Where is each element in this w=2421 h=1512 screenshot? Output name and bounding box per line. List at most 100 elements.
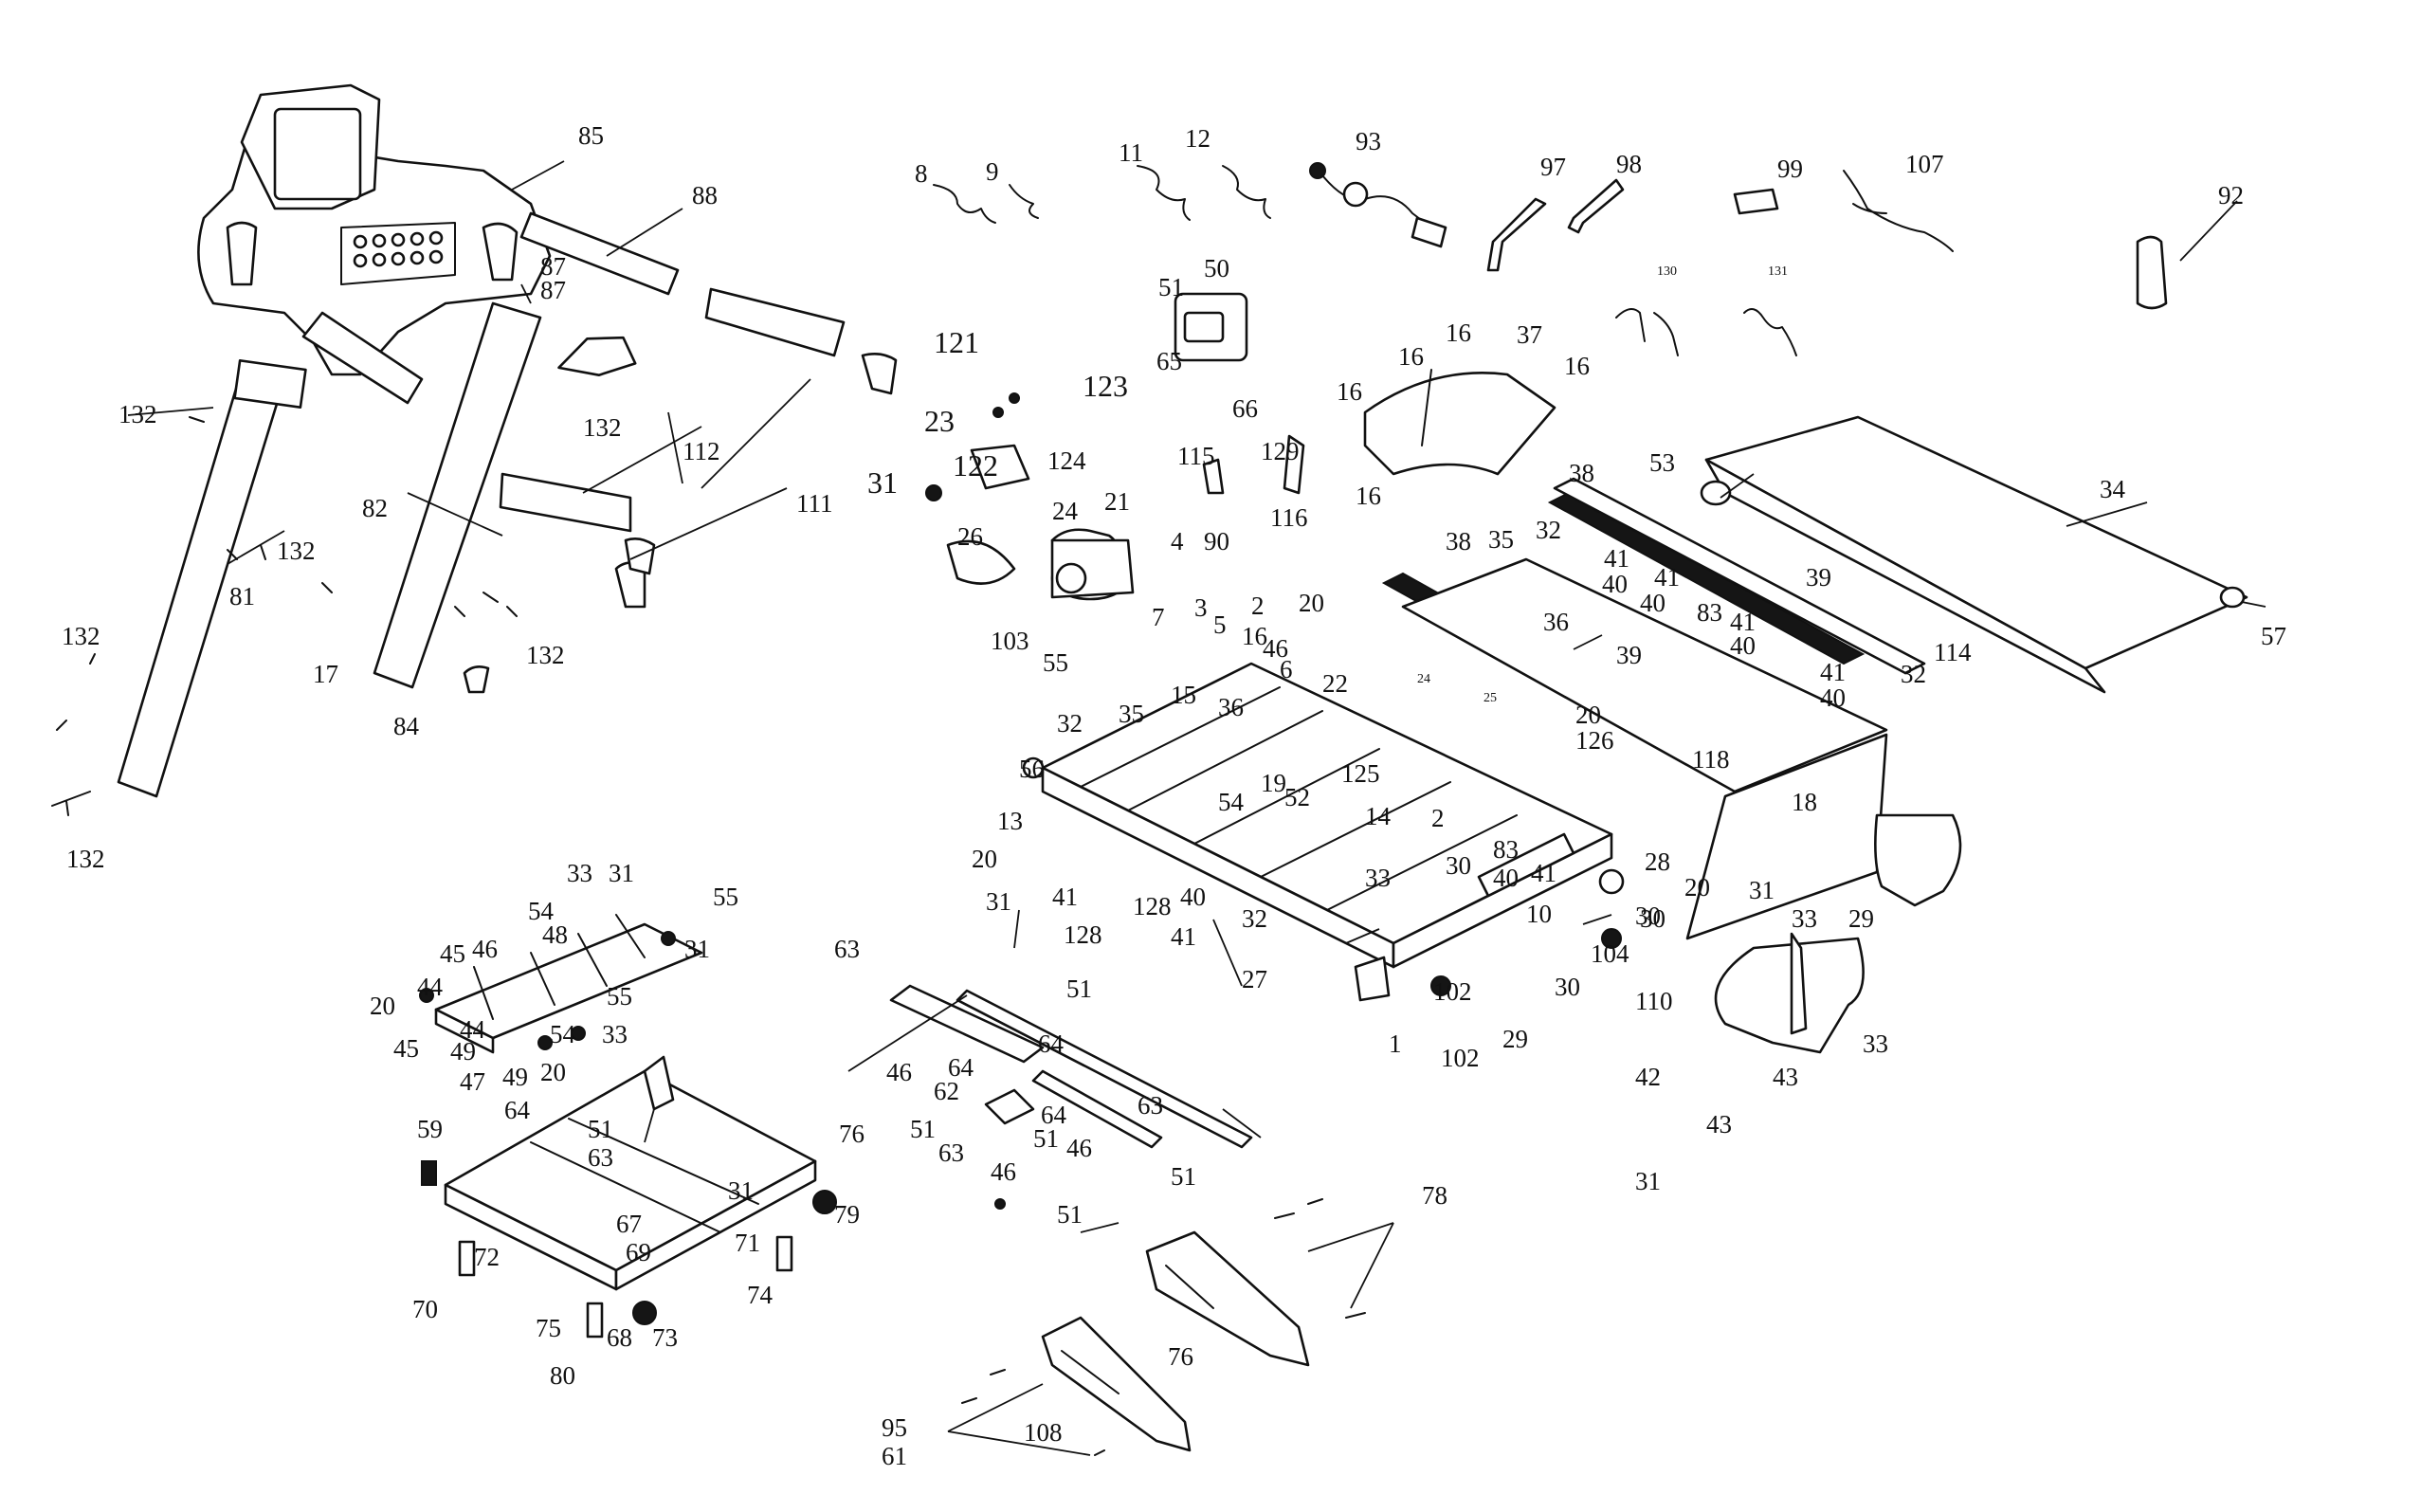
callout: 51 [910,1115,936,1143]
callout: 131 [1768,264,1788,279]
callout: 132 [118,400,157,428]
callout: 29 [1848,904,1874,933]
callout: 51 [1033,1124,1059,1153]
callout: 52 [1284,783,1310,811]
callout: 31 [609,859,634,887]
callout: 20 [540,1058,566,1086]
callout: 16 [1337,377,1362,406]
callout: 32 [1536,516,1561,544]
motor-parts [925,292,1305,601]
callout: 38 [1569,459,1594,487]
callout: 16 [1356,482,1381,510]
callout: 128 [1064,920,1102,949]
callout: 32 [1242,904,1267,933]
callout: 129 [1261,437,1300,465]
callout: 44 [417,973,444,1001]
callout: 55 [713,883,738,911]
callout: 51 [1057,1200,1083,1229]
callout: 40 [1640,589,1666,617]
callout: 31 [986,887,1011,916]
callout: 70 [412,1295,438,1323]
callout: 74 [747,1281,774,1309]
callout: 35 [1119,700,1144,728]
callout: 8 [915,159,928,188]
callout: 30 [1635,902,1661,930]
callout: 51 [588,1115,613,1143]
callout: 102 [1433,977,1472,1006]
front-covers [1041,1230,1310,1452]
callout: 36 [1218,693,1244,721]
callout: 21 [1104,487,1130,516]
callout: 116 [1270,503,1308,532]
callout: 33 [1863,1029,1888,1058]
callout: 32 [1057,709,1083,738]
callout: 87 [540,252,566,281]
callout: 51 [1171,1162,1196,1191]
callout: 19 [1261,769,1286,797]
callout: 40 [1820,683,1846,712]
callout: 132 [62,622,100,650]
callout: 14 [1365,802,1392,830]
callout: 63 [1138,1091,1163,1120]
callout: 3 [1194,593,1208,622]
callout: 56 [1019,755,1045,783]
callout: 24 [1417,672,1430,686]
callout: 57 [2261,622,2286,650]
callout: 25 [1484,691,1497,705]
callout: 33 [567,859,592,887]
callout: 110 [1635,987,1673,1015]
console-assembly [117,83,680,798]
callout: 132 [583,413,622,442]
callout: 46 [1263,634,1288,663]
callout: 64 [948,1053,974,1082]
callout: 76 [1168,1342,1193,1371]
rear-end-caps [1714,813,1962,1054]
callout: 102 [1441,1044,1480,1072]
callout: 63 [588,1143,613,1172]
callout: 104 [1591,939,1629,968]
callout: 67 [616,1210,642,1238]
callout: 66 [1232,394,1258,423]
callout: 61 [882,1442,907,1470]
fasteners [51,416,1366,1456]
callout: 30 [1555,973,1580,1001]
callout: 30 [1446,851,1471,880]
callout: 16 [1564,352,1590,380]
callout: 83 [1697,598,1722,627]
callout: 32 [1901,660,1926,688]
callout: 64 [1038,1029,1065,1058]
callout: 65 [1156,347,1182,375]
callout: 97 [1540,153,1566,181]
callout: 69 [626,1238,651,1266]
callout: 132 [526,641,565,669]
callout: 41 [1730,608,1756,636]
callout: 41 [1820,658,1846,686]
callout: 40 [1730,631,1756,660]
callout: 41 [1654,563,1680,592]
callout: 72 [474,1243,500,1271]
callout: 31 [684,935,710,963]
callout: 30 [1640,904,1666,933]
callout: 118 [1692,745,1730,774]
callout: 128 [1133,892,1172,920]
callout: 40 [1180,883,1206,911]
callout: 103 [991,627,1029,655]
callout: 4 [1171,527,1184,556]
callout: 33 [602,1020,628,1048]
callout: 49 [502,1063,528,1091]
callout: 46 [472,935,498,963]
callout: 5 [1213,610,1227,639]
callout: 71 [735,1229,760,1257]
callout: 84 [393,712,420,740]
callout: 2 [1431,804,1445,832]
callout: 122 [953,448,998,483]
callout: 114 [1934,638,1972,666]
callout: 15 [1171,681,1196,709]
callout: 28 [1645,847,1670,876]
callout: 62 [934,1077,959,1105]
callout: 64 [504,1096,531,1124]
callout: 82 [362,494,388,522]
callout: 16 [1446,319,1471,347]
callout: 51 [1066,975,1092,1003]
